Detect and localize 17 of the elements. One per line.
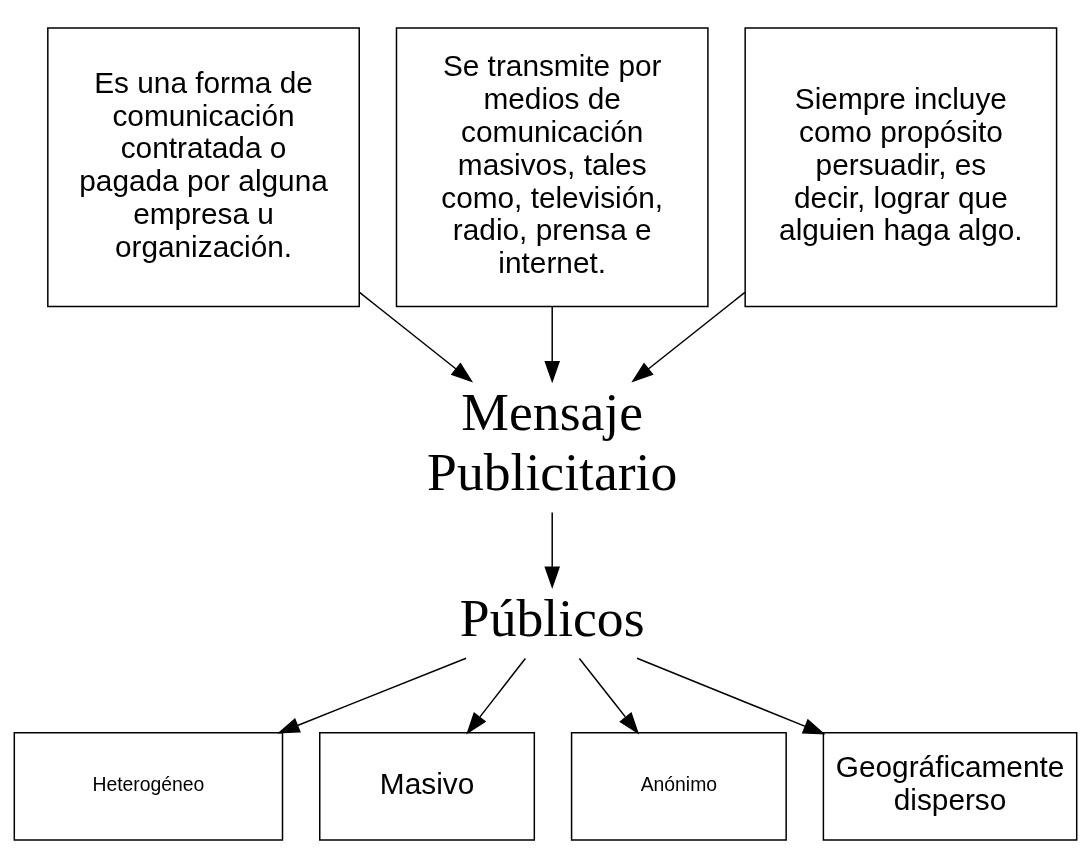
node-text: Mensaje Publicitario <box>427 381 678 502</box>
arrow <box>631 291 746 382</box>
node-box: Masivo <box>319 731 536 841</box>
node-box: Siempre incluye como propósito persuadir, es decir, lograr que alguien haga algo. <box>744 26 1058 307</box>
arrow <box>636 657 826 734</box>
arrow <box>544 511 561 589</box>
arrow <box>544 305 561 383</box>
node-box: Es una forma de comunicación contratada o pagada por alguna empresa u organización. <box>47 26 360 307</box>
arrow <box>466 657 527 734</box>
node-box: Se transmite por medios de comunicación masivos, tales como, televisión, radio, prensa e internet. <box>395 26 709 307</box>
arrow <box>358 291 474 382</box>
arrow <box>277 657 467 734</box>
node-box: Geográficamente disperso <box>822 731 1078 841</box>
node-text: Públicos <box>459 587 645 648</box>
node-box: Anónimo <box>570 731 787 841</box>
arrow <box>578 657 640 734</box>
node-box: Heterogéneo <box>13 731 284 841</box>
